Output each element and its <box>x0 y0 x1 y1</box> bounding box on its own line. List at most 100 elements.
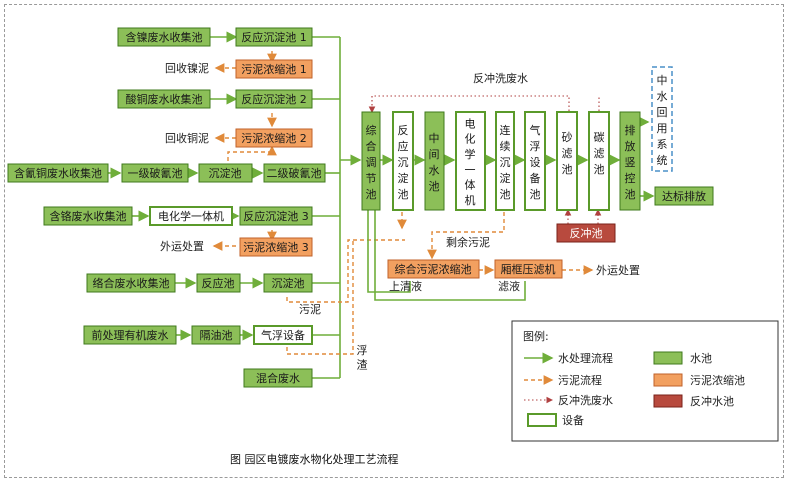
svg-text:综合调节池: 综合调节池 <box>366 123 377 201</box>
svg-text:水池: 水池 <box>690 352 712 365</box>
box-sludge1: 污泥浓缩池 1 <box>235 59 313 79</box>
svg-text:含镍废水收集池: 含镍废水收集池 <box>126 30 203 44</box>
svg-text:一级破氰池: 一级破氰池 <box>128 166 183 180</box>
svg-text:前处理有机废水: 前处理有机废水 <box>92 328 169 342</box>
svg-text:水处理流程: 水处理流程 <box>558 351 613 365</box>
svg-text:酸铜废水收集池: 酸铜废水收集池 <box>126 92 203 106</box>
box-sludge3: 污泥浓缩池 3 <box>239 237 313 257</box>
legend-device: 设备 <box>527 413 584 427</box>
sludge-flow-lines <box>212 51 594 355</box>
svg-text:回收铜泥: 回收铜泥 <box>165 131 209 145</box>
box-cn2: 二级破氰池 <box>263 163 326 183</box>
legend: 图例: 水处理流程 污泥流程 反冲洗废水 设备 水池 污泥浓缩池 反冲水池 <box>511 320 779 442</box>
svg-text:剩余污泥: 剩余污泥 <box>446 235 490 249</box>
backwash-lines <box>368 95 602 224</box>
svg-text:沉淀池: 沉淀池 <box>272 276 305 290</box>
box-react1: 反应沉淀池 1 <box>235 27 313 47</box>
svg-text:厢框压滤机: 厢框压滤机 <box>501 262 556 276</box>
svg-text:中间水池: 中间水池 <box>429 132 440 193</box>
box-react2: 反应沉淀池 2 <box>235 89 313 109</box>
box-settle-cn: 沉淀池 <box>198 163 253 183</box>
svg-text:气浮设备池: 气浮设备池 <box>530 123 541 201</box>
svg-text:污泥浓缩池 3: 污泥浓缩池 3 <box>243 241 309 254</box>
box-cr-collect: 含铬废水收集池 <box>43 206 133 226</box>
box-cn-cu-collect: 含氰铜废水收集池 <box>7 163 109 183</box>
box-filter-press: 厢框压滤机 <box>494 259 563 279</box>
box-float-eq: 气浮设备池 <box>524 111 546 211</box>
box-comp-sludge: 综合污泥浓缩池 <box>387 259 480 279</box>
svg-text:综合污泥浓缩池: 综合污泥浓缩池 <box>395 262 472 276</box>
figure-caption: 图 园区电镀废水物化处理工艺流程 <box>230 452 399 466</box>
legend-pool: 水池 <box>653 351 712 365</box>
svg-text:隔油池: 隔油池 <box>200 328 233 342</box>
box-settle-complex: 沉淀池 <box>263 273 313 293</box>
svg-text:浮渣: 浮渣 <box>357 344 368 371</box>
box-cont-settle: 连续沉淀池 <box>495 111 515 211</box>
svg-text:反冲洗废水: 反冲洗废水 <box>558 393 613 407</box>
box-discharge-ctrl: 排放竖控池 <box>619 111 641 211</box>
box-backwash-pool: 反冲池 <box>556 223 616 243</box>
svg-text:图例:: 图例: <box>523 329 549 343</box>
box-equalize: 综合调节池 <box>361 111 381 211</box>
svg-text:污泥流程: 污泥流程 <box>558 373 602 387</box>
legend-sludge-pool: 污泥浓缩池 <box>653 373 745 387</box>
svg-text:砂滤池: 砂滤池 <box>562 131 573 176</box>
box-mixed: 混合废水 <box>243 368 313 388</box>
svg-text:回收镍泥: 回收镍泥 <box>165 61 209 75</box>
legend-backwash-pool: 反冲水池 <box>653 394 734 408</box>
box-electro-main: 电化学一体机 <box>455 111 486 211</box>
box-react-settle: 反应沉淀池 <box>392 111 414 211</box>
svg-text:外运处置: 外运处置 <box>160 240 204 253</box>
box-ni-collect: 含镍废水收集池 <box>117 27 211 47</box>
svg-text:二级破氰池: 二级破氰池 <box>267 166 322 180</box>
legend-water-flow: 水处理流程 <box>524 351 613 365</box>
svg-text:电化学一体机: 电化学一体机 <box>465 117 476 207</box>
annotations: 回收镍泥 回收铜泥 外运处置 外运处置 反冲洗废水 剩余污泥 上清液 滤液 污泥… <box>160 61 640 371</box>
svg-text:碳滤池: 碳滤池 <box>594 130 605 176</box>
box-oil-sep: 隔油池 <box>191 325 241 345</box>
svg-text:滤液: 滤液 <box>498 279 520 293</box>
svg-text:反应沉淀池 1: 反应沉淀池 1 <box>241 30 307 44</box>
water-flow-lines <box>108 31 655 379</box>
legend-backwash: 反冲洗废水 <box>524 393 613 407</box>
svg-text:外运处置: 外运处置 <box>596 264 640 277</box>
legend-sludge-flow: 污泥流程 <box>524 373 602 387</box>
svg-text:反应沉淀池 3: 反应沉淀池 3 <box>243 209 309 223</box>
svg-text:反应沉淀池: 反应沉淀池 <box>398 124 409 201</box>
svg-text:含铬废水收集池: 含铬废水收集池 <box>50 209 127 223</box>
svg-text:达标排放: 达标排放 <box>662 189 706 203</box>
svg-text:气浮设备: 气浮设备 <box>261 328 305 342</box>
svg-text:混合废水: 混合废水 <box>256 371 300 385</box>
svg-text:污泥浓缩池 1: 污泥浓缩池 1 <box>241 63 307 76</box>
box-sand: 砂滤池 <box>556 111 578 211</box>
svg-text:反冲洗废水: 反冲洗废水 <box>473 71 528 85</box>
svg-text:络合废水收集池: 络合废水收集池 <box>93 276 170 290</box>
svg-text:沉淀池: 沉淀池 <box>209 166 242 180</box>
svg-text:设备: 设备 <box>562 413 584 427</box>
box-flotation: 气浮设备 <box>253 325 313 345</box>
box-sludge2: 污泥浓缩池 2 <box>235 128 313 148</box>
svg-text:反应池: 反应池 <box>202 276 235 290</box>
box-cn1: 一级破氰池 <box>121 163 189 183</box>
box-electro-cr: 电化学一体机 <box>149 206 233 226</box>
svg-text:排放竖控池: 排放竖控池 <box>625 123 636 201</box>
svg-text:含氰铜废水收集池: 含氰铜废水收集池 <box>14 166 102 180</box>
return-lines <box>367 210 526 301</box>
box-compliant: 达标排放 <box>654 186 714 206</box>
svg-text:电化学一体机: 电化学一体机 <box>158 209 224 223</box>
svg-text:污泥浓缩池 2: 污泥浓缩池 2 <box>241 132 307 145</box>
svg-text:反冲池: 反冲池 <box>570 226 603 240</box>
svg-text:反冲水池: 反冲水池 <box>690 394 734 408</box>
svg-text:连续沉淀池: 连续沉淀池 <box>500 124 511 201</box>
svg-text:上清液: 上清液 <box>389 279 422 293</box>
box-react3: 反应沉淀池 3 <box>239 206 313 226</box>
box-pretreat: 前处理有机废水 <box>83 325 177 345</box>
box-carbon: 碳滤池 <box>588 111 610 211</box>
svg-text:反应沉淀池 2: 反应沉淀池 2 <box>241 92 307 106</box>
box-reuse: 中水回用系统 <box>651 66 673 172</box>
svg-text:污泥浓缩池: 污泥浓缩池 <box>690 374 745 387</box>
box-complex-collect: 络合废水收集池 <box>86 273 176 293</box>
svg-text:污泥: 污泥 <box>299 303 321 316</box>
box-cu-acid-collect: 酸铜废水收集池 <box>117 89 211 109</box>
